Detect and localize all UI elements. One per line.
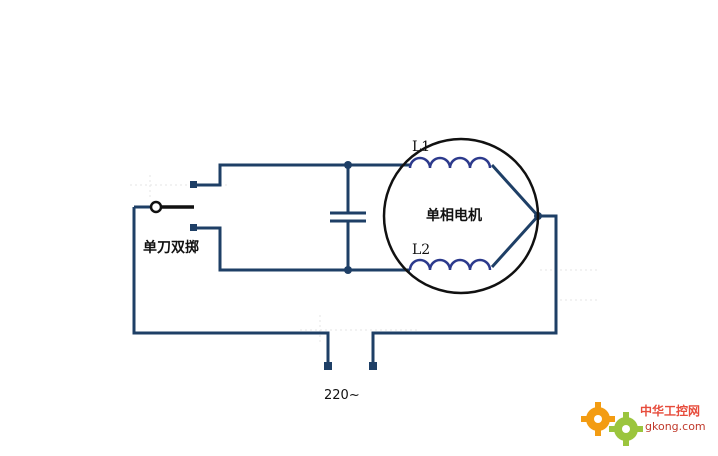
coil-l2 <box>408 258 492 271</box>
coil-l1-label: L1 <box>412 139 430 155</box>
watermark-url: gkong.com <box>645 420 706 433</box>
gear-icon <box>581 402 615 436</box>
spdt-switch <box>149 181 197 231</box>
capacitor <box>330 211 366 223</box>
wire-coil-bottom-to-common <box>490 214 540 269</box>
wire-upper <box>196 163 410 187</box>
wire-switch-return <box>132 207 330 365</box>
wire-lower <box>196 226 410 272</box>
wires <box>132 163 558 365</box>
junction-dot-top <box>344 161 352 169</box>
motor-housing <box>382 137 540 295</box>
coil-l1 <box>408 156 492 169</box>
switch-contact-top <box>190 181 197 188</box>
junction-dot-bottom <box>344 266 352 274</box>
watermark-title: 中华工控网 <box>640 403 700 418</box>
wire-coil-top-to-common <box>490 163 540 218</box>
coil-l2-label: L2 <box>412 242 430 258</box>
switch-contact-bottom <box>190 224 197 231</box>
switch-label: 单刀双掷 <box>143 239 199 256</box>
switch-pivot <box>149 200 163 214</box>
wire-motor-common <box>371 214 558 365</box>
motor-label: 单相电机 <box>426 207 482 224</box>
gkong-watermark: 中华工控网 gkong.com <box>581 402 706 446</box>
supply-terminal-right <box>369 362 377 370</box>
supply-voltage-label: 220~ <box>324 388 360 403</box>
supply-terminal-left <box>324 362 332 370</box>
background-grid <box>130 175 600 345</box>
supply-terminals <box>324 362 377 370</box>
gear-icon-small <box>609 412 643 446</box>
